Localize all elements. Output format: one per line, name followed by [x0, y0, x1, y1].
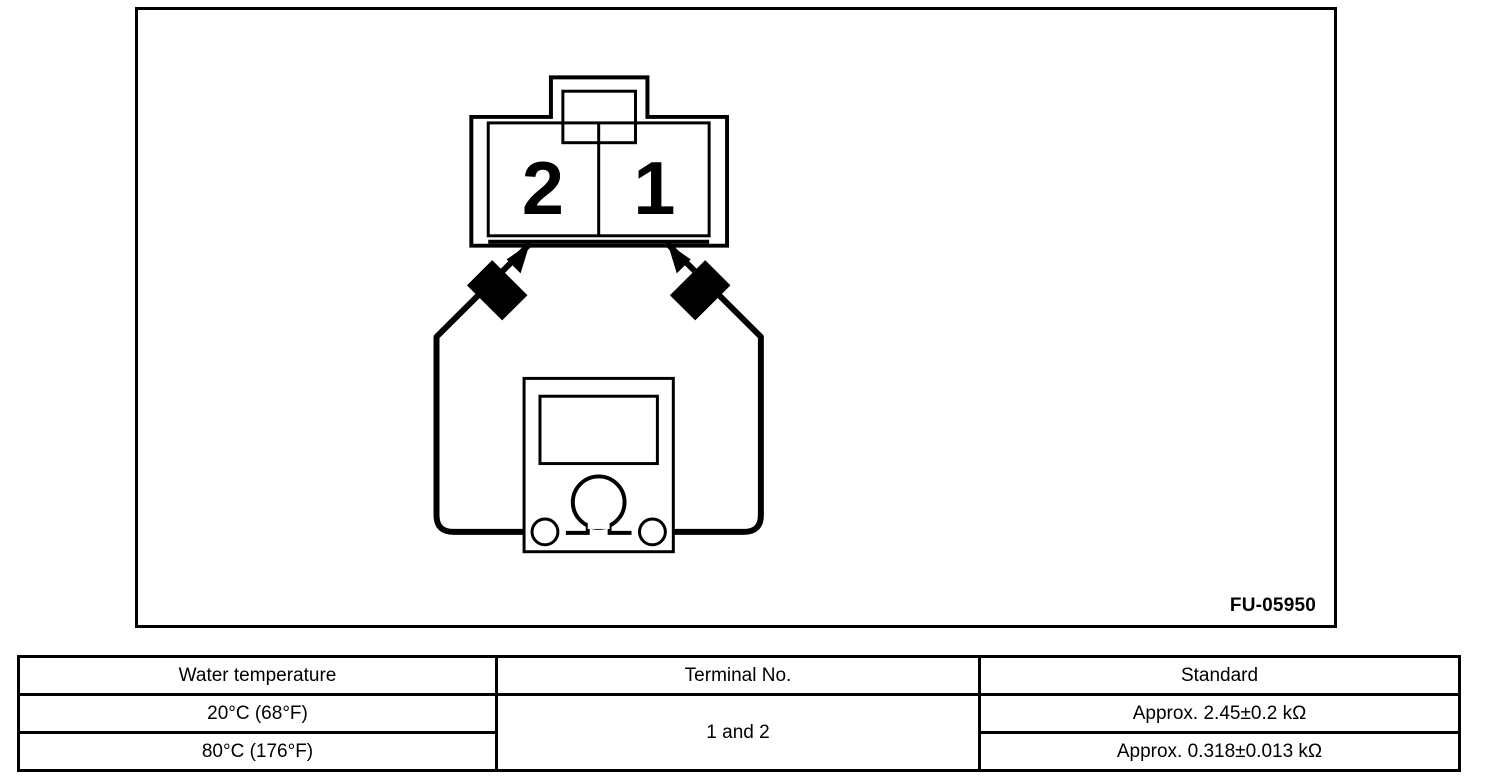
probe-tip-right	[667, 243, 691, 274]
figure-id-label: FU-05950	[1229, 595, 1316, 616]
cell-water-temperature: 20°C (68°F)	[17, 693, 498, 734]
header-water-temperature: Water temperature	[17, 655, 498, 696]
meter-display	[538, 394, 659, 466]
wiring-diagram: 2 1	[433, 75, 764, 554]
table-header-row: Water temperature Terminal No. Standard	[17, 655, 1461, 696]
probe-handle-right	[669, 260, 731, 321]
cell-water-temperature: 80°C (176°F)	[17, 731, 498, 772]
ohm-symbol	[565, 474, 632, 535]
specification-table: Water temperature Terminal No. Standard …	[17, 655, 1461, 772]
test-lead-left	[433, 242, 667, 535]
connector-terminal-block	[486, 121, 711, 244]
ohmmeter	[522, 376, 675, 554]
cell-standard: Approx. 2.45±0.2 kΩ	[978, 693, 1461, 734]
meter-terminal-left	[530, 517, 560, 547]
header-standard: Standard	[978, 655, 1461, 696]
table-row: 20°C (68°F) 1 and 2 Approx. 2.45±0.2 kΩ	[17, 693, 1461, 772]
probe-tip-left	[506, 243, 530, 274]
header-terminal-no: Terminal No.	[495, 655, 981, 696]
terminal-number-2: 2	[522, 146, 564, 230]
figure-panel: 2 1	[135, 7, 1337, 628]
terminal-number-1: 1	[633, 146, 675, 230]
table-row: 80°C (176°F) Approx. 0.318±0.013 kΩ	[17, 731, 1461, 772]
cell-terminal-no: 1 and 2	[495, 693, 981, 772]
meter-terminal-right	[637, 517, 667, 547]
cell-standard: Approx. 0.318±0.013 kΩ	[978, 731, 1461, 772]
test-lead-right	[531, 242, 764, 535]
probe-handle-left	[466, 260, 528, 321]
